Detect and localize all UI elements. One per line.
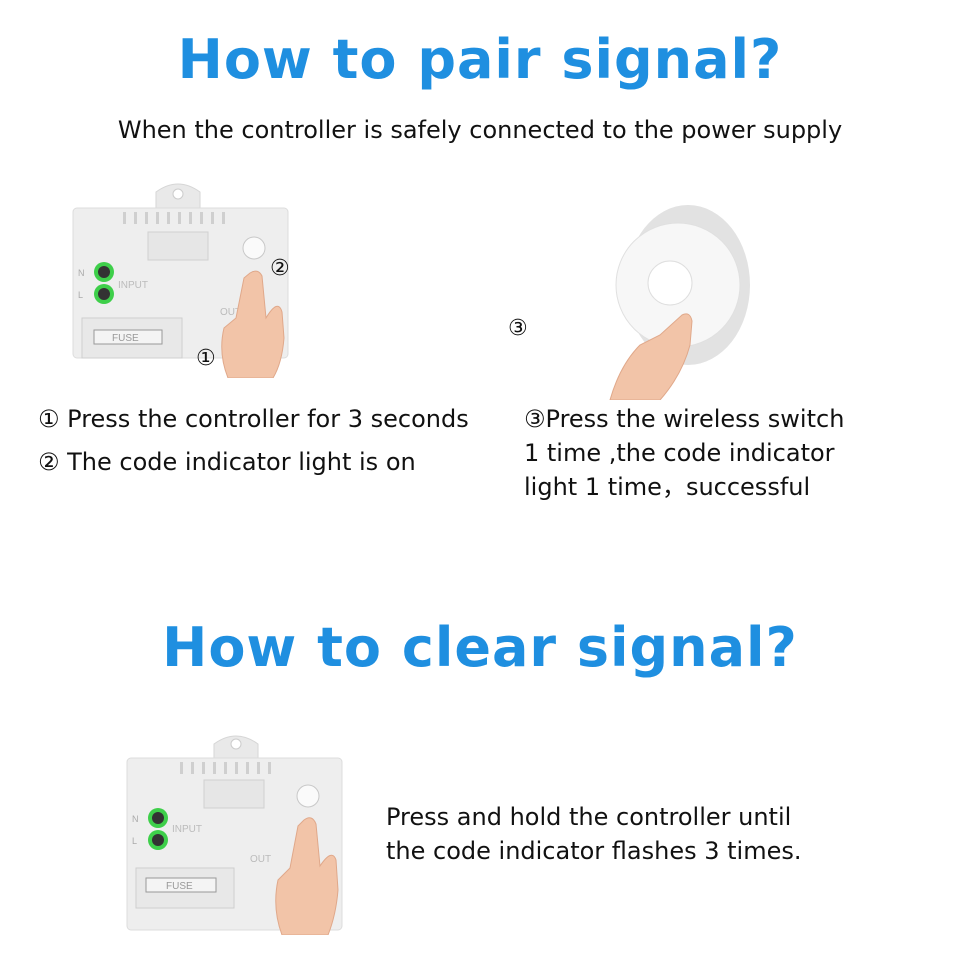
- output-label: OUT: [250, 854, 271, 865]
- step-text-2: ② The code indicator light is on: [38, 448, 416, 476]
- step-text-3-line3: light 1 time，successful: [524, 473, 811, 501]
- input-label: INPUT: [118, 280, 148, 291]
- input-label: INPUT: [172, 824, 202, 835]
- fuse-label: FUSE: [112, 333, 139, 344]
- controller-illustration: N L INPUT OUT FUSE: [72, 183, 289, 378]
- l-label: L: [132, 836, 137, 846]
- marker-one: ①: [196, 346, 216, 371]
- fuse-label: FUSE: [166, 881, 193, 892]
- pair-subtitle: When the controller is safely connected …: [117, 116, 843, 144]
- n-label: N: [132, 814, 139, 824]
- l-label: L: [78, 290, 83, 300]
- n-label: N: [78, 268, 85, 278]
- step-text-1: ① Press the controller for 3 seconds: [38, 405, 469, 433]
- step-text-3-line1: ③Press the wireless switch: [524, 405, 845, 433]
- controller-clear-illustration: N L INPUT OUT FUSE: [126, 735, 343, 935]
- marker-three: ③: [508, 316, 528, 341]
- clear-instruction-line1: Press and hold the controller until: [386, 803, 792, 831]
- clear-instruction-line2: the code indicator flashes 3 times.: [386, 837, 802, 865]
- clear-title: How to clear signal?: [162, 616, 798, 679]
- pair-title: How to pair signal?: [177, 28, 783, 91]
- output-label: OUT: [220, 307, 241, 318]
- step-text-3-line2: 1 time ,the code indicator: [524, 439, 835, 467]
- marker-two: ②: [270, 256, 290, 281]
- wireless-switch-illustration: [609, 205, 750, 400]
